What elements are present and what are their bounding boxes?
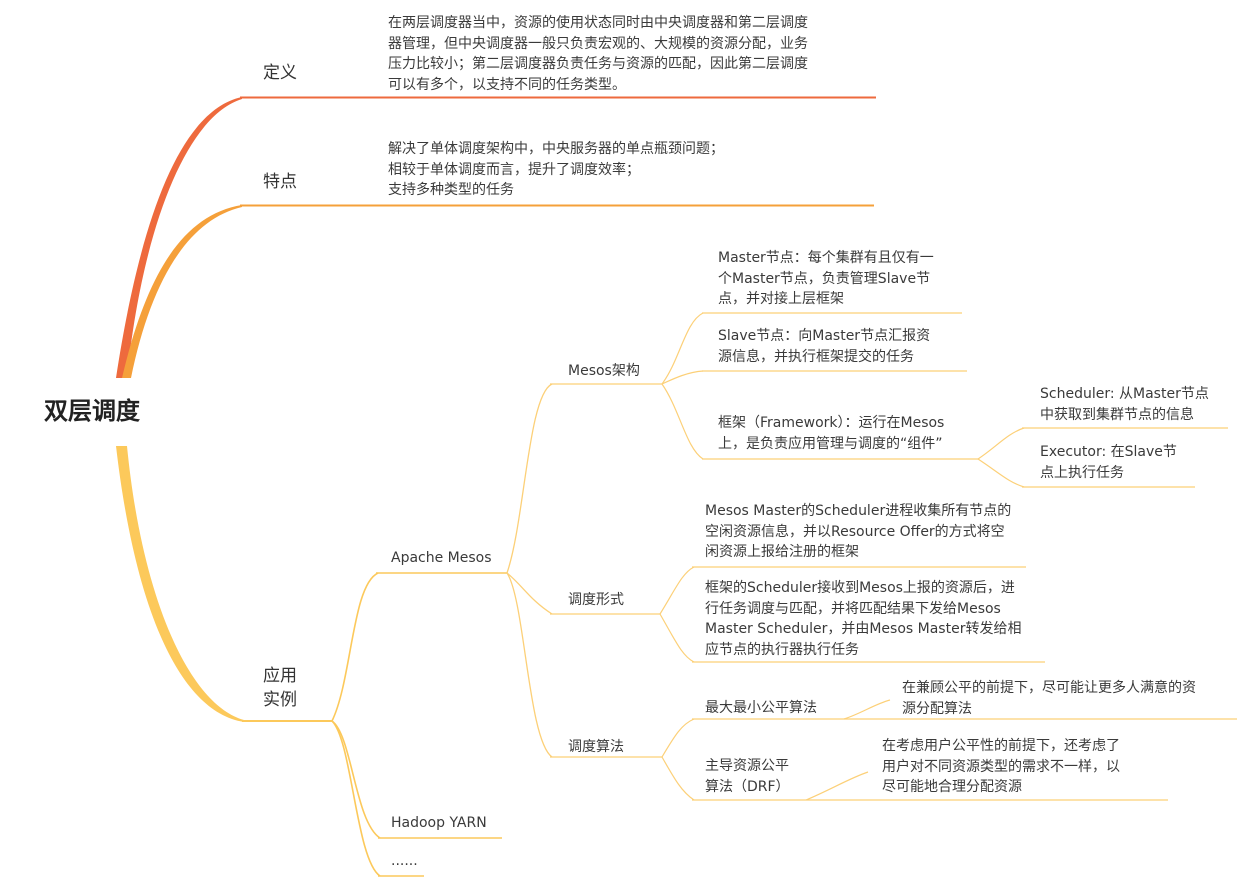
root-topic[interactable]: 双层调度 (44, 397, 140, 425)
connector-maxmin-text (843, 699, 891, 720)
topic-hadoop-yarn[interactable]: Hadoop YARN (391, 815, 487, 831)
node-drf-text[interactable]: 在考虑用户公平性的前提下，还考虑了 用户对不同资源类型的需求不一样，以 尽可能地… (882, 738, 1120, 795)
connector-mesos (331, 572, 379, 722)
node-executor[interactable]: Executor: 在Slave节 点上执行任务 (1040, 444, 1177, 481)
topic-scheduling-form[interactable]: 调度形式 (568, 592, 624, 608)
node-maxmin-label[interactable]: 最大最小公平算法 (705, 700, 817, 716)
topic-examples[interactable]: 应用 实例 (263, 666, 297, 710)
connector-architecture (506, 383, 553, 574)
connector-more (331, 720, 381, 877)
connector-drf (661, 756, 695, 801)
node-maxmin-text[interactable]: 在兼顾公平的前提下，尽可能让更多人满意的资 源分配算法 (902, 680, 1196, 717)
topic-apache-mesos[interactable]: Apache Mesos (391, 550, 492, 566)
connector-scheduler (977, 427, 1025, 460)
node-scheduler[interactable]: Scheduler: 从Master节点 中获取到集群节点的信息 (1040, 386, 1209, 423)
connector-scheduling-algorithm (506, 572, 553, 758)
definition-text[interactable]: 在两层调度器当中，资源的使用状态同时由中央调度器和第二层调度 器管理，但中央调度… (388, 15, 808, 93)
connector-maxmin (661, 718, 695, 758)
connector-step2 (659, 613, 695, 663)
topic-scheduling-algorithm[interactable]: 调度算法 (568, 739, 624, 755)
node-framework[interactable]: 框架（Framework）：运行在Mesos 上，是负责应用管理与调度的“组件” (718, 415, 945, 452)
connector-executor (977, 458, 1025, 488)
connector-slave (661, 370, 704, 385)
connector-scheduling-form (506, 572, 553, 615)
connector-yarn (331, 720, 381, 839)
topic-features[interactable]: 特点 (263, 172, 297, 192)
connector-drf-text (805, 771, 869, 801)
node-master[interactable]: Master节点：每个集群有且仅有一 个Master节点，负责管理Slave节 … (718, 250, 934, 307)
connector-definition (116, 97, 242, 378)
topic-definition[interactable]: 定义 (263, 63, 297, 83)
node-drf-label[interactable]: 主导资源公平 算法（DRF） (705, 758, 790, 795)
connector-framework (661, 383, 704, 460)
topic-more[interactable]: ...... (391, 853, 418, 869)
features-text[interactable]: 解决了单体调度架构中，中央服务器的单点瓶颈问题； 相较于单体调度而言，提升了调度… (388, 141, 724, 198)
node-scheduling-step1[interactable]: Mesos Master的Scheduler进程收集所有节点的 空闲资源信息，并… (705, 503, 1012, 560)
connector-master (661, 312, 704, 385)
node-scheduling-step2[interactable]: 框架的Scheduler接收到Mesos上报的资源后，进 行任务调度与匹配，并将… (705, 580, 1022, 658)
topic-mesos-architecture[interactable]: Mesos架构 (568, 363, 640, 379)
connector-examples (116, 446, 244, 722)
connector-features (122, 205, 242, 378)
node-slave[interactable]: Slave节点：向Master节点汇报资 源信息，并执行框架提交的任务 (718, 328, 931, 365)
connector-step1 (659, 566, 695, 615)
